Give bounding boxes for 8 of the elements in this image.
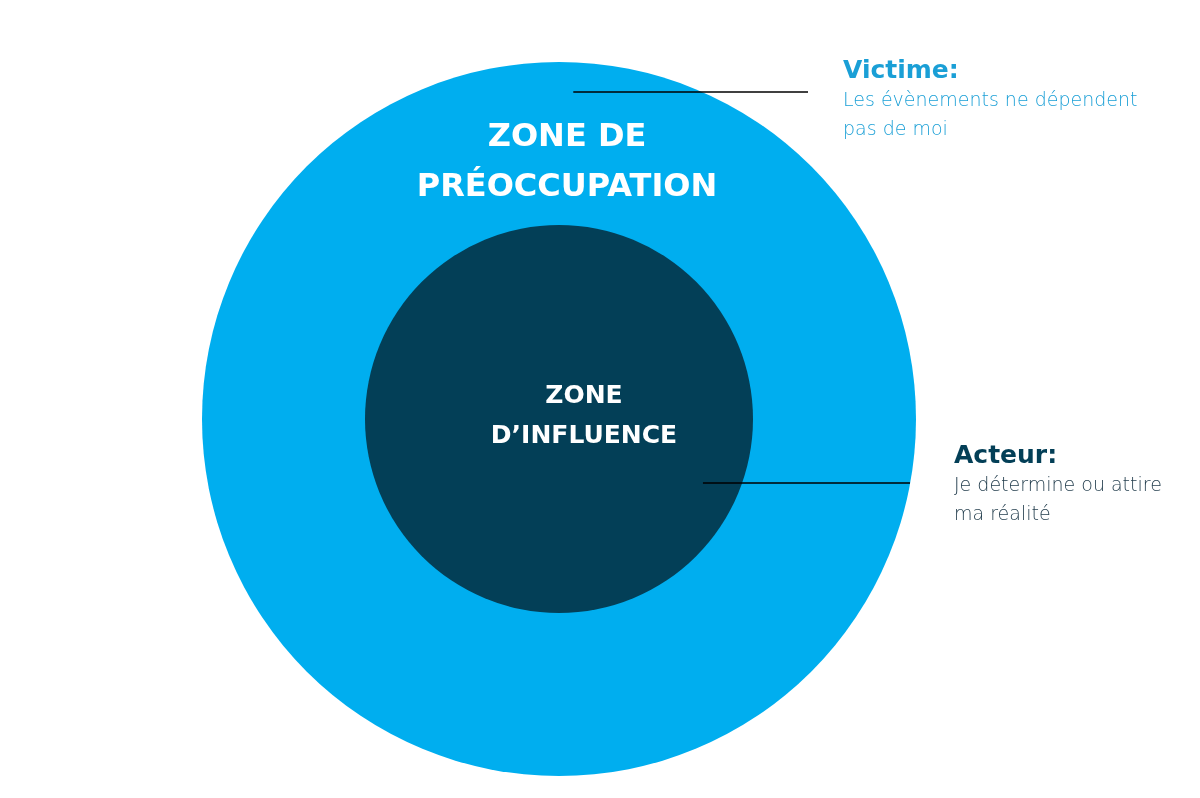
leader-line	[702, 482, 911, 484]
role-description: Les évènements ne dépendent pas de moi	[843, 87, 1139, 141]
role-description: Je détermine ou attire ma réalité	[954, 472, 1163, 526]
zone-title: ZONE D’INFLUENCE	[489, 379, 679, 451]
role-heading: Acteur:	[954, 440, 1059, 470]
role-heading: Victime:	[843, 55, 960, 85]
zone-title: ZONE DE PRÉOCCUPATION	[415, 115, 719, 206]
leader-line	[572, 91, 809, 93]
